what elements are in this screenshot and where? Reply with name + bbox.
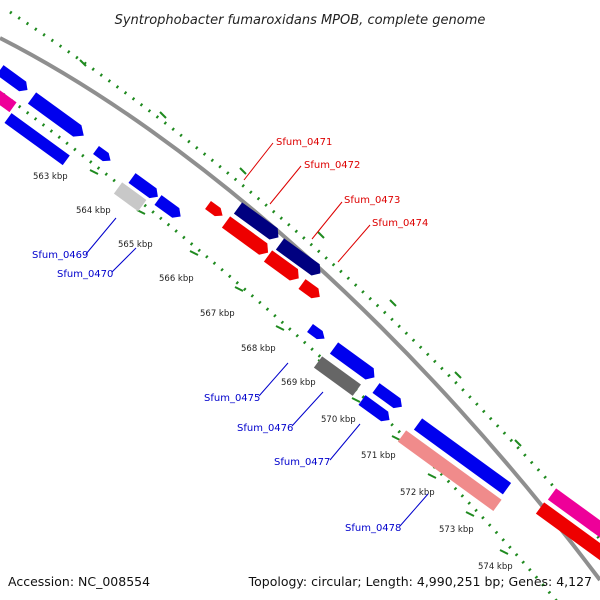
gene-arrow[interactable] <box>233 202 283 243</box>
tick-label: 563 kbp <box>33 172 68 182</box>
tick-label: 572 kbp <box>400 488 435 498</box>
gene-arrow[interactable] <box>0 87 17 113</box>
gene-arrow[interactable] <box>413 418 512 495</box>
gene-features <box>0 65 600 561</box>
gene-labels: Sfum_0469 Sfum_0470 Sfum_0471 Sfum_0472 … <box>32 137 428 534</box>
gene-label-sfum-0478[interactable]: Sfum_0478 <box>345 523 401 534</box>
accession-text: Accession: NC_008554 <box>8 574 150 589</box>
gene-arrow[interactable] <box>0 65 31 95</box>
gene-arrow[interactable] <box>298 279 323 302</box>
gene-arrow[interactable] <box>535 502 600 561</box>
gene-arrow[interactable] <box>397 430 502 512</box>
outer-tick-marks <box>79 59 577 512</box>
gene-arrow[interactable] <box>128 173 161 202</box>
tick-label: 565 kbp <box>118 240 153 250</box>
gene-arrow[interactable] <box>263 250 303 284</box>
gene-label-sfum-0477[interactable]: Sfum_0477 <box>274 457 330 468</box>
gene-arrow[interactable] <box>358 395 393 425</box>
gene-arrow[interactable] <box>313 356 361 396</box>
tick-label: 573 kbp <box>439 525 474 535</box>
gene-label-sfum-0472[interactable]: Sfum_0472 <box>304 160 360 171</box>
gene-arrow[interactable] <box>221 216 272 258</box>
gene-arrow[interactable] <box>93 145 113 165</box>
tick-label: 568 kbp <box>241 344 276 354</box>
genome-backbone <box>0 36 600 582</box>
gene-label-sfum-0470[interactable]: Sfum_0470 <box>57 269 113 280</box>
gene-label-sfum-0469[interactable]: Sfum_0469 <box>32 250 88 261</box>
gene-arrow[interactable] <box>307 323 327 343</box>
gene-arrow[interactable] <box>275 238 325 279</box>
gene-arrow[interactable] <box>27 92 88 141</box>
gene-label-sfum-0474[interactable]: Sfum_0474 <box>372 218 428 229</box>
inner-dotted-arc <box>0 89 558 600</box>
gene-arrow[interactable] <box>372 383 405 412</box>
gene-arrow[interactable] <box>4 113 70 166</box>
tick-label: 564 kbp <box>76 206 111 216</box>
tick-label: 569 kbp <box>281 378 316 388</box>
map-title: Syntrophobacter fumaroxidans MPOB, compl… <box>115 13 486 28</box>
gene-arrow[interactable] <box>205 200 225 220</box>
gene-label-sfum-0476[interactable]: Sfum_0476 <box>237 423 293 434</box>
gene-label-sfum-0473[interactable]: Sfum_0473 <box>344 195 400 206</box>
gene-arrow[interactable] <box>329 342 379 383</box>
outer-dotted-arc <box>9 10 600 542</box>
gene-arrow[interactable] <box>113 182 147 212</box>
gene-label-sfum-0471[interactable]: Sfum_0471 <box>276 137 332 148</box>
tick-marks <box>0 103 509 555</box>
gene-arrow[interactable] <box>154 195 184 221</box>
tick-label: 567 kbp <box>200 309 235 319</box>
tick-label: 574 kbp <box>478 562 513 572</box>
tick-label: 570 kbp <box>321 415 356 425</box>
topology-text: Topology: circular; Length: 4,990,251 bp… <box>248 574 592 589</box>
label-leader-lines <box>85 142 429 527</box>
tick-label: 571 kbp <box>361 451 396 461</box>
gene-arrow[interactable] <box>547 488 600 541</box>
gene-label-sfum-0475[interactable]: Sfum_0475 <box>204 393 260 404</box>
kbp-tick-labels: 563 kbp 564 kbp 565 kbp 566 kbp 567 kbp … <box>33 172 513 572</box>
tick-label: 566 kbp <box>159 274 194 284</box>
